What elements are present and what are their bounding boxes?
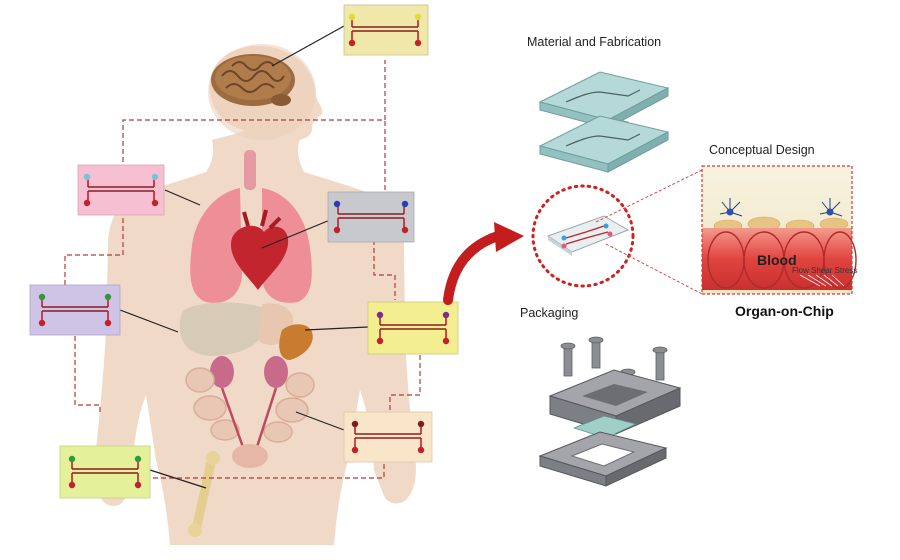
- intestines: [185, 367, 315, 443]
- conceptual-design-panel: [701, 165, 857, 295]
- organ-chip-pancreas: [367, 301, 459, 355]
- liver: [179, 302, 271, 356]
- ureters: [220, 387, 278, 451]
- flow-shear-stress-label: Flow Shear Stress: [792, 266, 858, 275]
- organ-chip-kidney: [343, 411, 433, 463]
- human-body: [94, 44, 416, 545]
- chip-zoom-circle: [531, 184, 635, 288]
- organ-chip-heart: [327, 191, 415, 243]
- organ-on-chip-label: Organ-on-Chip: [735, 303, 834, 319]
- organ-chip-lung: [77, 164, 165, 216]
- bladder: [232, 444, 268, 468]
- packaging-housing: [538, 336, 682, 487]
- organ-chip-liver: [29, 284, 121, 336]
- body-silhouette: [94, 45, 416, 545]
- blood-label: Blood: [757, 252, 797, 268]
- organ-connectors: [119, 25, 369, 489]
- brain: [211, 54, 295, 106]
- left-kidney: [210, 356, 234, 388]
- organ-chip-brain: [343, 4, 429, 56]
- left-lung: [190, 188, 242, 303]
- pancreas: [279, 324, 313, 360]
- organ-chip-bone: [59, 445, 151, 499]
- heart-vessels: [242, 209, 282, 230]
- femur-bone: [188, 451, 220, 537]
- fabrication-chip-layers: [538, 71, 670, 173]
- material-fabrication-label: Material and Fabrication: [527, 35, 662, 49]
- transition-arrow: [443, 222, 524, 305]
- trachea: [244, 150, 256, 190]
- packaging-label: Packaging: [520, 306, 579, 320]
- circulation-loop: [64, 60, 421, 479]
- heart: [230, 225, 289, 290]
- conceptual-design-label: Conceptual Design: [709, 143, 815, 157]
- right-kidney: [264, 356, 288, 388]
- zoom-lines: [595, 169, 703, 295]
